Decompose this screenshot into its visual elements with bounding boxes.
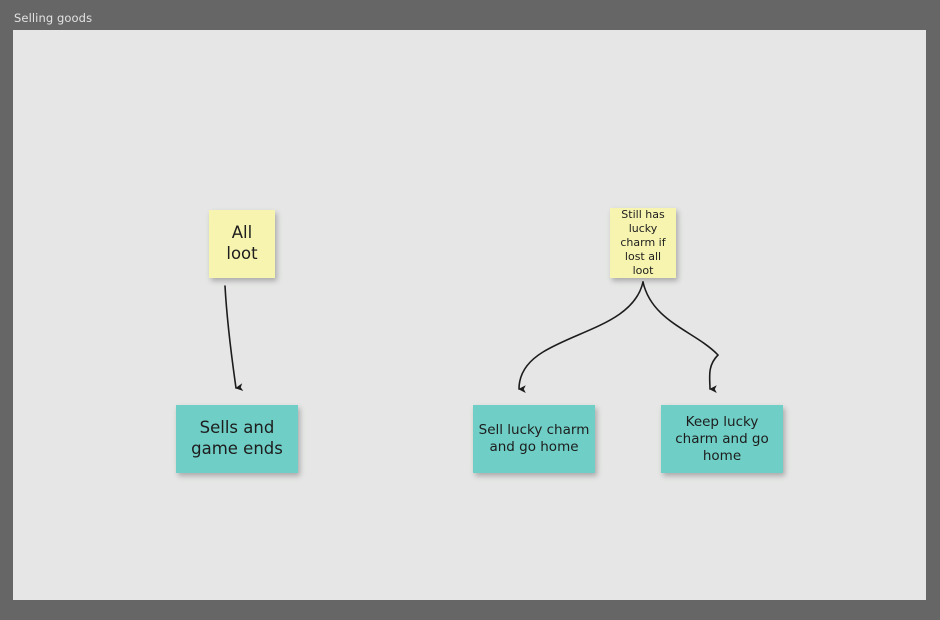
connector-charm-to-keep xyxy=(642,281,720,393)
sticky-note-keep-lucky-charm-and-go-home[interactable]: Keep lucky charm and go home xyxy=(661,405,783,473)
title-bar: Selling goods xyxy=(0,0,940,30)
sticky-note-still-has-lucky-charm[interactable]: Still has lucky charm if lost all loot xyxy=(610,208,676,278)
sticky-note-sells-and-game-ends[interactable]: Sells and game ends xyxy=(176,405,298,473)
connector-all-loot-to-sells xyxy=(224,285,244,391)
board-canvas[interactable]: All loot Still has lucky charm if lost a… xyxy=(13,30,926,600)
connector-layer xyxy=(224,281,720,394)
sticky-note-all-loot[interactable]: All loot xyxy=(209,210,275,278)
connector-charm-to-sell xyxy=(518,281,644,394)
board-title: Selling goods xyxy=(14,11,93,25)
sticky-note-sell-lucky-charm-and-go-home[interactable]: Sell lucky charm and go home xyxy=(473,405,595,473)
